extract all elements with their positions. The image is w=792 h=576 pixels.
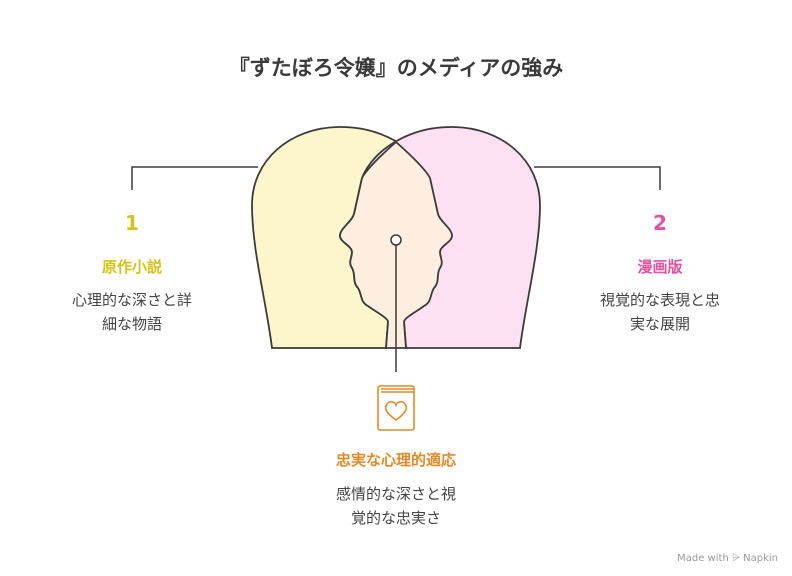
right-description: 視覚的な表現と忠 実な展開 xyxy=(599,291,720,333)
center-description: 感情的な深さと視 覚的な忠実さ xyxy=(335,485,456,527)
page-title: 『ずたぼろ令嬢』のメディアの強み xyxy=(228,56,564,80)
right-number: 2 xyxy=(653,211,667,235)
left-heading: 原作小説 xyxy=(101,258,162,276)
book-heart-icon xyxy=(377,385,415,431)
right-connector xyxy=(534,166,661,190)
center-heading: 忠実な心理的適応 xyxy=(335,451,456,469)
napkin-credit: Made with ⩥ Napkin xyxy=(677,553,778,564)
left-number: 1 xyxy=(125,211,139,235)
left-connector xyxy=(131,166,258,190)
left-description: 心理的な深さと詳 細な物語 xyxy=(71,291,192,333)
center-connector-dot xyxy=(390,234,402,246)
right-heading: 漫画版 xyxy=(637,258,683,276)
